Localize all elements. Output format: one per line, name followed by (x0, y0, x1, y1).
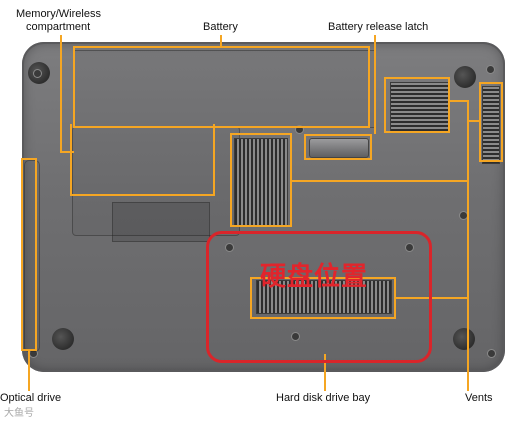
screw (292, 333, 299, 340)
label-battery: Battery (203, 21, 238, 33)
leader-vents-center (292, 180, 468, 182)
side-vent-grille (482, 86, 500, 164)
battery-release-latch (309, 138, 369, 158)
leader-vents-side (467, 120, 480, 122)
leader-vents-top (450, 100, 468, 102)
hdd-location-annotation: 硬盘位置 (260, 262, 369, 292)
hdd-highlight-outline (206, 231, 432, 363)
callout-battery-box (73, 46, 370, 128)
callout-side-vent-box (479, 82, 503, 162)
leader-memory (60, 35, 62, 153)
callout-center-vent-box (230, 133, 292, 227)
screw (460, 212, 467, 219)
callout-hdd-vent-box (250, 277, 396, 319)
label-battery-release-latch: Battery release latch (328, 21, 429, 33)
callout-top-vent-box (384, 77, 450, 133)
hdd-vent-grille (256, 280, 392, 314)
callout-optical-drive-box (21, 158, 37, 351)
rubber-foot-top-right (454, 66, 476, 88)
leader-hdd (324, 354, 326, 391)
watermark: 大鱼号 (4, 408, 34, 419)
screw (226, 244, 233, 251)
rubber-foot-bottom-right (453, 328, 475, 350)
leader-memory-h (60, 151, 74, 153)
label-optical-drive: Optical drive (0, 392, 62, 404)
leader-vents-v (467, 100, 469, 391)
callout-latch-box (304, 134, 372, 160)
rubber-foot-bottom-left (52, 328, 74, 350)
screw (406, 244, 413, 251)
leader-battery (220, 35, 222, 47)
laptop-underside (22, 42, 505, 372)
screw (34, 70, 41, 77)
screw (488, 350, 495, 357)
leader-vents-hdd (396, 297, 468, 299)
inner-recess (112, 202, 210, 242)
screw (30, 350, 37, 357)
top-right-vent-grille (390, 82, 450, 132)
label-vents: Vents (465, 392, 493, 404)
leader-latch (374, 35, 376, 134)
label-memory-wireless-line2: compartment (26, 21, 91, 33)
label-memory-wireless-line1: Memory/Wireless (16, 8, 101, 20)
center-vent-grille (234, 138, 288, 226)
leader-optical (28, 351, 30, 391)
screw (296, 126, 303, 133)
screw (487, 66, 494, 73)
label-hard-disk-drive-bay: Hard disk drive bay (276, 392, 371, 404)
callout-memory-box (70, 124, 215, 196)
